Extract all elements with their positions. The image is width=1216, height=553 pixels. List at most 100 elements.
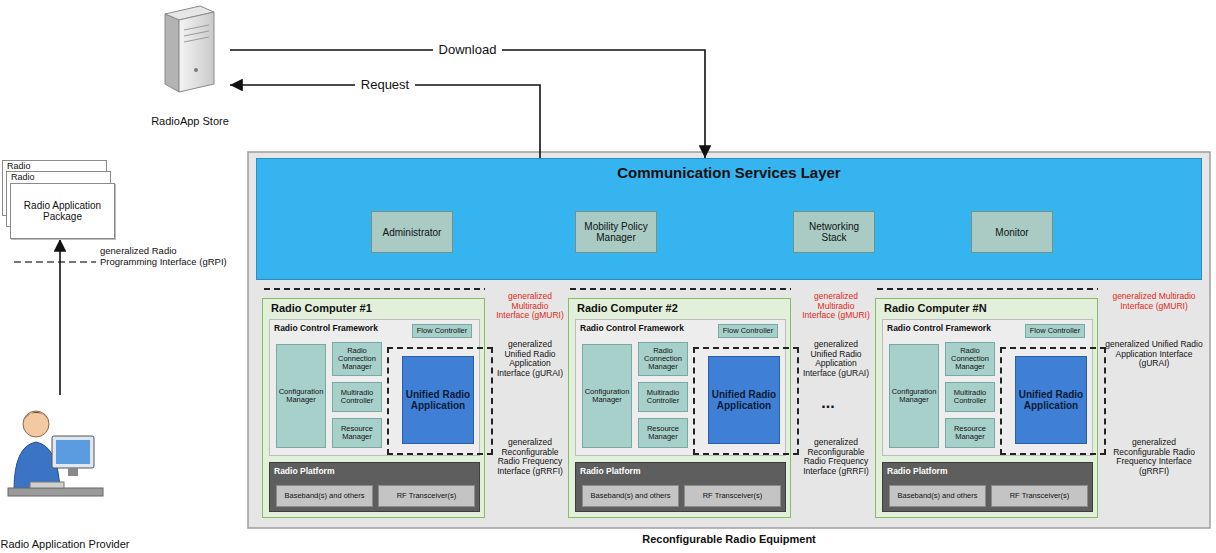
node-text: Unified Radio Application bbox=[1018, 389, 1084, 411]
node-text: Resource Manager bbox=[948, 425, 992, 442]
node-text: Multiradio Controller bbox=[335, 389, 379, 406]
node-text: Radio Connection Manager bbox=[948, 347, 992, 372]
radio-platform: Radio PlatformBaseband(s) and others RF T… bbox=[269, 462, 480, 512]
node-text: Radio Computer #2 bbox=[569, 299, 790, 314]
node-text: Resource Manager bbox=[335, 425, 379, 442]
node-text: Monitor bbox=[995, 227, 1028, 238]
function-box: Flow Controller bbox=[718, 324, 778, 338]
node-text: Radio Application Package bbox=[13, 200, 112, 222]
interface-label: generalized Multiradio Interface (gMURI) bbox=[800, 292, 872, 321]
interface-label: generalized Unified Radio Application In… bbox=[494, 340, 566, 378]
page-label: Radio bbox=[11, 172, 110, 182]
services-layer: Communication Services LayerAdministrato… bbox=[256, 158, 1202, 280]
node-text: Configuration Manager bbox=[892, 388, 937, 405]
node-text: Multiradio Controller bbox=[641, 389, 685, 406]
platform-box: RF Transceiver(s) bbox=[684, 485, 781, 507]
node-text: Configuration Manager bbox=[279, 388, 324, 405]
radio-computer: Radio Computer #1 Radio Control Framework… bbox=[262, 298, 485, 518]
platform-box: Baseband(s) and others bbox=[582, 485, 679, 507]
server-icon bbox=[165, 6, 214, 92]
application-box: Unified Radio Application bbox=[402, 356, 474, 444]
node-text: RF Transceiver(s) bbox=[397, 492, 457, 500]
node-text: Radio Connection Manager bbox=[641, 347, 685, 372]
platform-box: Baseband(s) and others bbox=[889, 485, 986, 507]
function-box: Multiradio Controller bbox=[638, 382, 688, 412]
grpi-dash bbox=[14, 261, 96, 263]
interface-label: generalized Reconfigurable Radio Frequen… bbox=[800, 438, 872, 476]
node-text: Radio Platform bbox=[883, 463, 1092, 476]
application-box: Unified Radio Application bbox=[708, 356, 780, 444]
interface-label: generalized Reconfigurable Radio Frequen… bbox=[494, 438, 566, 476]
service-box: Monitor bbox=[971, 211, 1053, 253]
connector-label: Download bbox=[433, 42, 503, 58]
function-box: Radio Connection Manager bbox=[945, 342, 995, 376]
connector-arrow bbox=[59, 239, 61, 395]
person-icon bbox=[8, 411, 103, 496]
control-framework: Radio Control FrameworkFlow ControllerCo… bbox=[882, 319, 1093, 456]
connector-arrow bbox=[230, 85, 540, 158]
page-label: Radio bbox=[7, 161, 106, 171]
function-box: Configuration Manager bbox=[582, 344, 632, 448]
function-box: Configuration Manager bbox=[889, 344, 939, 448]
node-text: Communication Services Layer bbox=[257, 159, 1201, 181]
node-text: RF Transceiver(s) bbox=[703, 492, 763, 500]
node-text: Multiradio Controller bbox=[948, 389, 992, 406]
node-text: Resource Manager bbox=[641, 425, 685, 442]
equipment-box: Reconfigurable Radio EquipmentCommunicat… bbox=[248, 152, 1210, 528]
node-text: Mobility Policy Manager bbox=[578, 221, 654, 243]
function-box: Flow Controller bbox=[1025, 324, 1085, 338]
service-box: Mobility Policy Manager bbox=[575, 211, 657, 253]
function-box: Radio Connection Manager bbox=[638, 342, 688, 376]
radio-platform: Radio PlatformBaseband(s) and others RF T… bbox=[882, 462, 1093, 512]
radio-platform: Radio PlatformBaseband(s) and others RF T… bbox=[575, 462, 786, 512]
node-text: Flow Controller bbox=[1030, 327, 1080, 335]
node-text: Flow Controller bbox=[417, 327, 467, 335]
radio-computer: Radio Computer #2 Radio Control Framework… bbox=[568, 298, 791, 518]
control-framework: Radio Control FrameworkFlow ControllerCo… bbox=[269, 319, 480, 456]
package-document: Radio Application Package bbox=[10, 183, 115, 239]
provider-node: Radio Application Provider bbox=[0, 395, 130, 551]
node-text: Reconfigurable Radio Equipment bbox=[248, 533, 1210, 545]
application-box: Unified Radio Application bbox=[1015, 356, 1087, 444]
service-box: Networking Stack bbox=[793, 211, 875, 253]
node-text: Radio Connection Manager bbox=[335, 347, 379, 372]
function-box: Resource Manager bbox=[332, 418, 382, 448]
node-text: Networking Stack bbox=[796, 221, 872, 243]
equipment-ground bbox=[248, 152, 1210, 528]
node-text: RF Transceiver(s) bbox=[1010, 492, 1070, 500]
platform-box: RF Transceiver(s) bbox=[378, 485, 475, 507]
control-framework: Radio Control FrameworkFlow ControllerCo… bbox=[575, 319, 786, 456]
node-text: Baseband(s) and others bbox=[284, 492, 364, 500]
function-box: Multiradio Controller bbox=[332, 382, 382, 412]
node-text: Radio Application Provider bbox=[0, 538, 129, 551]
function-box: Flow Controller bbox=[412, 324, 472, 338]
node-text: RadioApp Store bbox=[151, 115, 229, 128]
node-text: Flow Controller bbox=[723, 327, 773, 335]
node-text: Radio Computer #N bbox=[876, 299, 1097, 314]
interface-dashes bbox=[264, 288, 1098, 290]
node-text: Radio Computer #1 bbox=[263, 299, 484, 314]
function-box: Radio Connection Manager bbox=[332, 342, 382, 376]
service-box: Administrator bbox=[371, 211, 453, 253]
node-text: Radio Platform bbox=[576, 463, 785, 476]
interface-label: generalized Multiradio Interface (gMURI) bbox=[1104, 292, 1204, 311]
connector-arrow bbox=[230, 50, 705, 158]
node-text: Unified Radio Application bbox=[711, 389, 777, 411]
function-box: Resource Manager bbox=[945, 418, 995, 448]
interface-label: generalized Unified Radio Application In… bbox=[800, 340, 872, 378]
function-box: Multiradio Controller bbox=[945, 382, 995, 412]
function-box: Resource Manager bbox=[638, 418, 688, 448]
interface-label: generalized Radio Programming Interface … bbox=[100, 246, 232, 267]
interface-label: generalized Multiradio Interface (gMURI) bbox=[494, 292, 566, 321]
node-text: Baseband(s) and others bbox=[590, 492, 670, 500]
radio-computer: Radio Computer #N Radio Control Framework… bbox=[875, 298, 1098, 518]
interface-label: generalized Unified Radio Application In… bbox=[1104, 340, 1204, 369]
node-text: Radio Platform bbox=[270, 463, 479, 476]
continuation-dots: ... bbox=[808, 394, 848, 412]
interface-label: generalized Reconfigurable Radio Frequen… bbox=[1104, 438, 1204, 476]
function-box: Configuration Manager bbox=[276, 344, 326, 448]
node-text: Unified Radio Application bbox=[405, 389, 471, 411]
node-text: Configuration Manager bbox=[585, 388, 630, 405]
platform-box: RF Transceiver(s) bbox=[991, 485, 1088, 507]
platform-box: Baseband(s) and others bbox=[276, 485, 373, 507]
